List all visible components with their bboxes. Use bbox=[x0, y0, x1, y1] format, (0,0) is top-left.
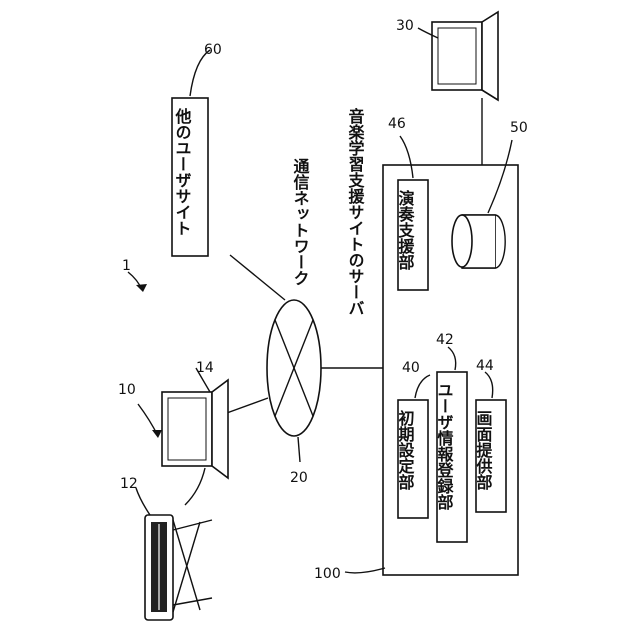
server-label: 音楽学習支援サイトのサーバ bbox=[346, 107, 366, 316]
module-performance-support-label: 演奏支援部 bbox=[396, 189, 416, 271]
module-screen-provider-label: 画面提供部 bbox=[474, 410, 494, 491]
database-ref: 50 bbox=[510, 120, 528, 136]
line-network-to-othersite bbox=[230, 255, 285, 300]
other-site-label: 他のユーザサイト bbox=[173, 107, 193, 236]
admin-laptop-screen bbox=[438, 28, 476, 84]
admin-laptop bbox=[432, 12, 498, 100]
user-laptop-screen bbox=[168, 398, 206, 460]
module-user-registration-label: ユーザ情報登録部 bbox=[435, 382, 455, 511]
user-terminal-ref: 10 bbox=[118, 382, 136, 398]
admin-ref: 30 bbox=[396, 18, 414, 34]
server-ref: 100 bbox=[314, 566, 341, 582]
network-ref: 20 bbox=[290, 470, 308, 486]
user-laptop-base bbox=[212, 380, 228, 478]
keyboard-ref: 12 bbox=[120, 476, 138, 492]
user-laptop bbox=[162, 380, 228, 478]
keyboard-ref-leader bbox=[136, 488, 150, 515]
keyboard-instrument bbox=[145, 515, 212, 620]
network-ref-leader bbox=[298, 437, 300, 462]
network-cloud bbox=[267, 300, 321, 436]
module-44-ref: 44 bbox=[476, 358, 494, 374]
network-label: 通信ネットワーク bbox=[291, 158, 310, 286]
keyboard-stand-b bbox=[173, 598, 212, 605]
line-pc-to-instrument bbox=[185, 468, 205, 505]
module-42-ref: 42 bbox=[436, 332, 454, 348]
system-ref: 1 bbox=[122, 258, 131, 274]
pc-ref: 14 bbox=[196, 360, 214, 376]
database-cap bbox=[452, 215, 472, 267]
admin-laptop-base bbox=[482, 12, 498, 100]
server-ref-leader bbox=[345, 568, 385, 573]
module-46-ref: 46 bbox=[388, 116, 406, 132]
keyboard-stand-a bbox=[173, 520, 212, 530]
user-terminal-arrowhead bbox=[152, 430, 162, 438]
module-initial-setting-label: 初期設定部 bbox=[396, 409, 416, 491]
other-site-ref: 60 bbox=[204, 42, 222, 58]
module-40-ref: 40 bbox=[402, 360, 420, 376]
system-ref-arrowhead bbox=[136, 284, 147, 292]
